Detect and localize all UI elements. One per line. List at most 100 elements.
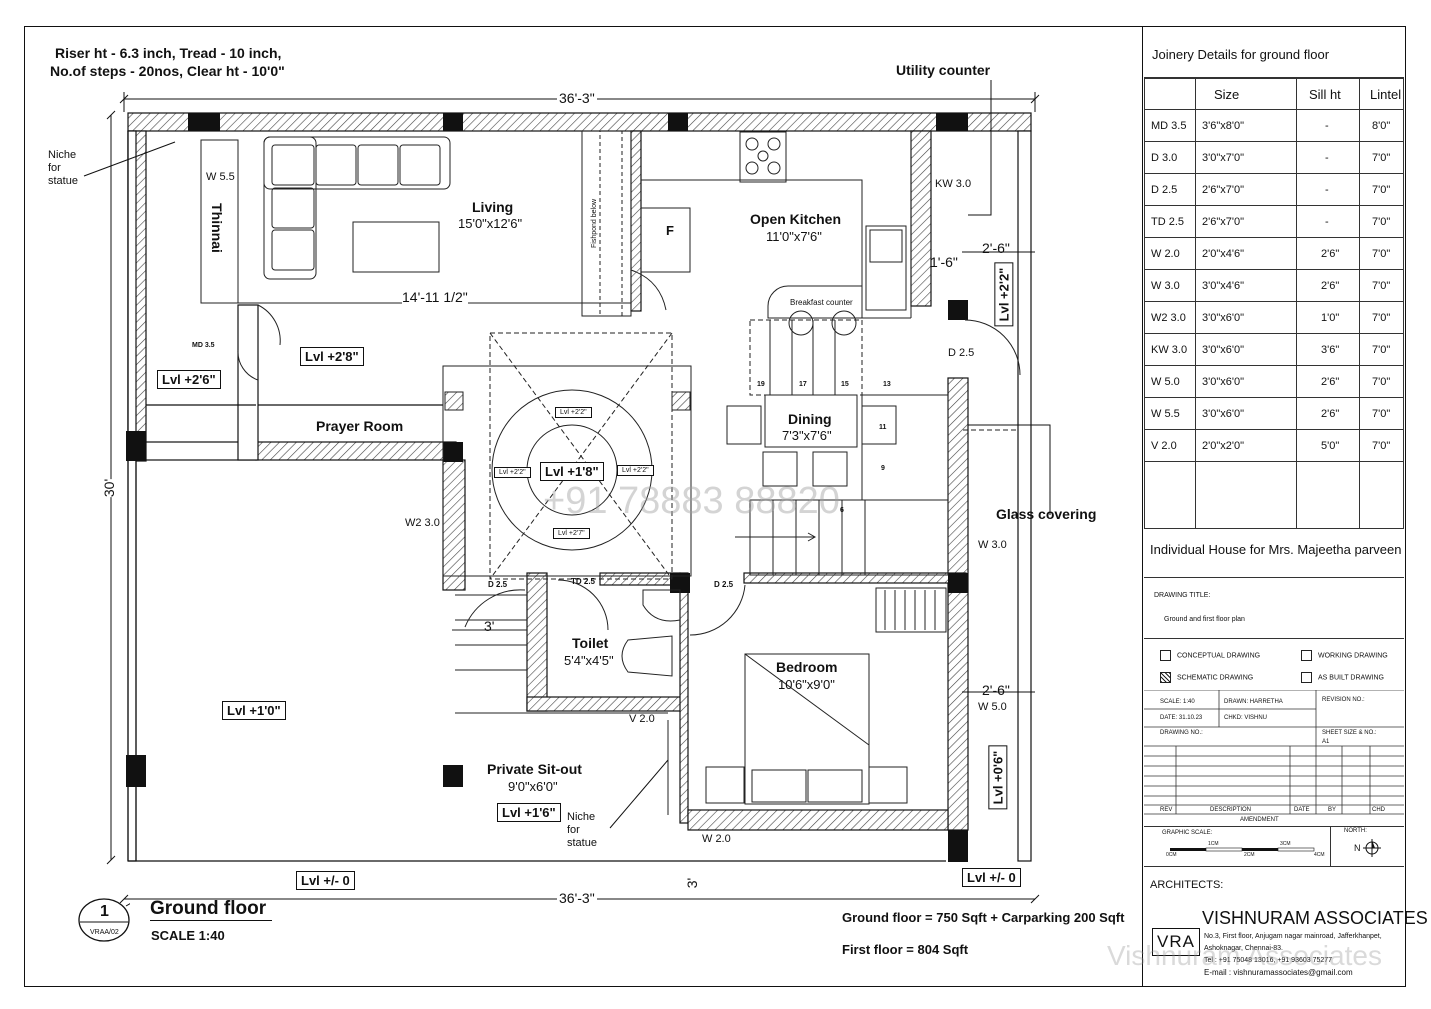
leader-lines xyxy=(83,80,1051,829)
stair-note-line1: Riser ht - 6.3 inch, Tread - 10 inch, xyxy=(55,45,282,61)
joinery-cell: 7'0" xyxy=(1359,237,1404,270)
court-level-tag: Lvl +2'7" xyxy=(553,528,590,539)
joinery-cell: 3'0"x6'0" xyxy=(1195,365,1297,398)
plan-scale: SCALE 1:40 xyxy=(151,928,225,943)
option-label: AS BUILT DRAWING xyxy=(1318,674,1384,682)
opening-td25: TD 2.5 xyxy=(571,577,596,586)
kitchen-counter xyxy=(641,131,912,336)
firm-tel: Tel : +91 75048 13016, +91 93603 75277 xyxy=(1204,957,1333,964)
dim-living-span: 14'-11 1/2" xyxy=(402,289,468,305)
step-number: 6 xyxy=(840,507,844,514)
toilet-fixtures xyxy=(621,589,681,677)
dim-right-top: 2'-6" xyxy=(982,240,1010,256)
dim-left-height: 30' xyxy=(101,478,118,498)
level-tag: Lvl +2'6" xyxy=(157,370,221,389)
titleblock-grid xyxy=(1144,690,1404,815)
level-tag: Lvl +1'8" xyxy=(540,462,604,481)
room-kitchen-name: Open Kitchen xyxy=(750,211,842,227)
tb-chkd: CHKD: VISHNU xyxy=(1224,715,1268,721)
entry-steps xyxy=(455,429,1018,714)
level-tag: Lvl +/- 0 xyxy=(962,868,1021,887)
room-sitout-name: Private Sit-out xyxy=(487,761,582,777)
rev-header: DESCRIPTION xyxy=(1210,807,1252,813)
scale-mark: 3CM xyxy=(1280,841,1291,847)
scale-mark: 1CM xyxy=(1208,841,1219,847)
joinery-cell: 2'6"x7'0" xyxy=(1195,205,1297,238)
dim-right-bottom: 2'-6" xyxy=(982,682,1010,698)
area-first: First floor = 804 Sqft xyxy=(842,942,969,957)
project-name: Individual House for Mrs. Majeetha parve… xyxy=(1150,542,1402,557)
north-letter: N xyxy=(1354,843,1361,853)
tb-drawing-no: DRAWING NO.: xyxy=(1160,730,1203,736)
option-conceptual: CONCEPTUAL DRAWING xyxy=(1160,650,1260,661)
opening-w55: W 5.5 xyxy=(206,171,235,183)
scale-mark: 2CM xyxy=(1244,852,1255,858)
phone-watermark: +91 78883 88820 xyxy=(543,480,840,522)
joinery-cell: 3'6"x8'0" xyxy=(1195,109,1297,142)
joinery-header xyxy=(1144,78,1196,110)
dim-top-width: 36'-3" xyxy=(557,90,597,106)
joinery-cell: 2'6"x7'0" xyxy=(1195,173,1297,206)
courtyard xyxy=(442,332,692,580)
rule xyxy=(1144,826,1404,827)
north-label: NORTH: xyxy=(1344,828,1367,834)
drawing-title-label: DRAWING TITLE: xyxy=(1154,592,1211,599)
table-row xyxy=(1144,461,1404,529)
joinery-cell: 7'0" xyxy=(1359,141,1404,174)
step-number: 9 xyxy=(881,465,885,472)
walls xyxy=(127,112,1032,862)
tb-drawn: DRAWN: HARRETHA xyxy=(1224,699,1283,705)
step-number: 15 xyxy=(841,381,849,388)
tb-revision: REVISION NO.: xyxy=(1322,697,1365,703)
joinery-cell: 7'0" xyxy=(1359,301,1404,334)
tb-date: DATE: 31.10.23 xyxy=(1160,715,1203,721)
joinery-title: Joinery Details for ground floor xyxy=(1152,47,1330,62)
checkbox-checked-icon[interactable] xyxy=(1160,672,1171,683)
checkbox-icon[interactable] xyxy=(1301,672,1312,683)
joinery-cell: MD 3.5 xyxy=(1144,109,1196,142)
level-tag: Lvl +0'6" xyxy=(988,745,1008,810)
room-bedroom-name: Bedroom xyxy=(776,659,838,675)
bed xyxy=(705,587,947,805)
joinery-cell: 3'6" xyxy=(1296,333,1360,366)
graphic-scale-label: GRAPHIC SCALE: xyxy=(1162,830,1213,836)
joinery-title-rule xyxy=(1144,77,1404,78)
room-living-size: 15'0"x12'6" xyxy=(458,216,523,231)
titleblock-divider xyxy=(1142,26,1143,986)
level-tag: Lvl +2'8" xyxy=(300,347,364,366)
room-thinnai-name: Thinnai xyxy=(208,203,225,253)
opening-w30: W 3.0 xyxy=(978,539,1007,551)
rev-header: BY xyxy=(1328,807,1337,813)
firm-logo: VRA xyxy=(1152,928,1200,956)
rule xyxy=(1144,577,1404,578)
opening-w20: W 2.0 xyxy=(702,833,731,845)
checkbox-icon[interactable] xyxy=(1301,650,1312,661)
plan-title: Ground floor xyxy=(150,898,273,921)
joinery-cell: - xyxy=(1296,205,1360,238)
architects-label: ARCHITECTS: xyxy=(1150,879,1224,891)
floor-plan xyxy=(83,80,1051,904)
logo-text: VRA xyxy=(1157,932,1195,951)
niche-note-bottom: Niche for statue xyxy=(567,811,597,849)
joinery-cell: 7'0" xyxy=(1359,205,1404,238)
joinery-cell: W 2.0 xyxy=(1144,237,1196,270)
niche-note-top: Niche for statue xyxy=(48,149,78,187)
joinery-cell: D 3.0 xyxy=(1144,141,1196,174)
joinery-cell: - xyxy=(1296,173,1360,206)
level-tag: Lvl +1'6" xyxy=(497,803,561,822)
joinery-cell: 3'0"x6'0" xyxy=(1195,333,1297,366)
step-number: 11 xyxy=(879,424,887,431)
step-number: 19 xyxy=(757,381,765,388)
joinery-cell: W 5.0 xyxy=(1144,365,1196,398)
graphic-scale-bar xyxy=(1170,847,1315,852)
opening-v20: V 2.0 xyxy=(629,713,655,725)
checkbox-icon[interactable] xyxy=(1160,650,1171,661)
room-living-name: Living xyxy=(472,199,514,215)
rev-header: REV xyxy=(1160,807,1173,813)
option-label: SCHEMATIC DRAWING xyxy=(1177,674,1254,682)
stair xyxy=(735,319,949,576)
